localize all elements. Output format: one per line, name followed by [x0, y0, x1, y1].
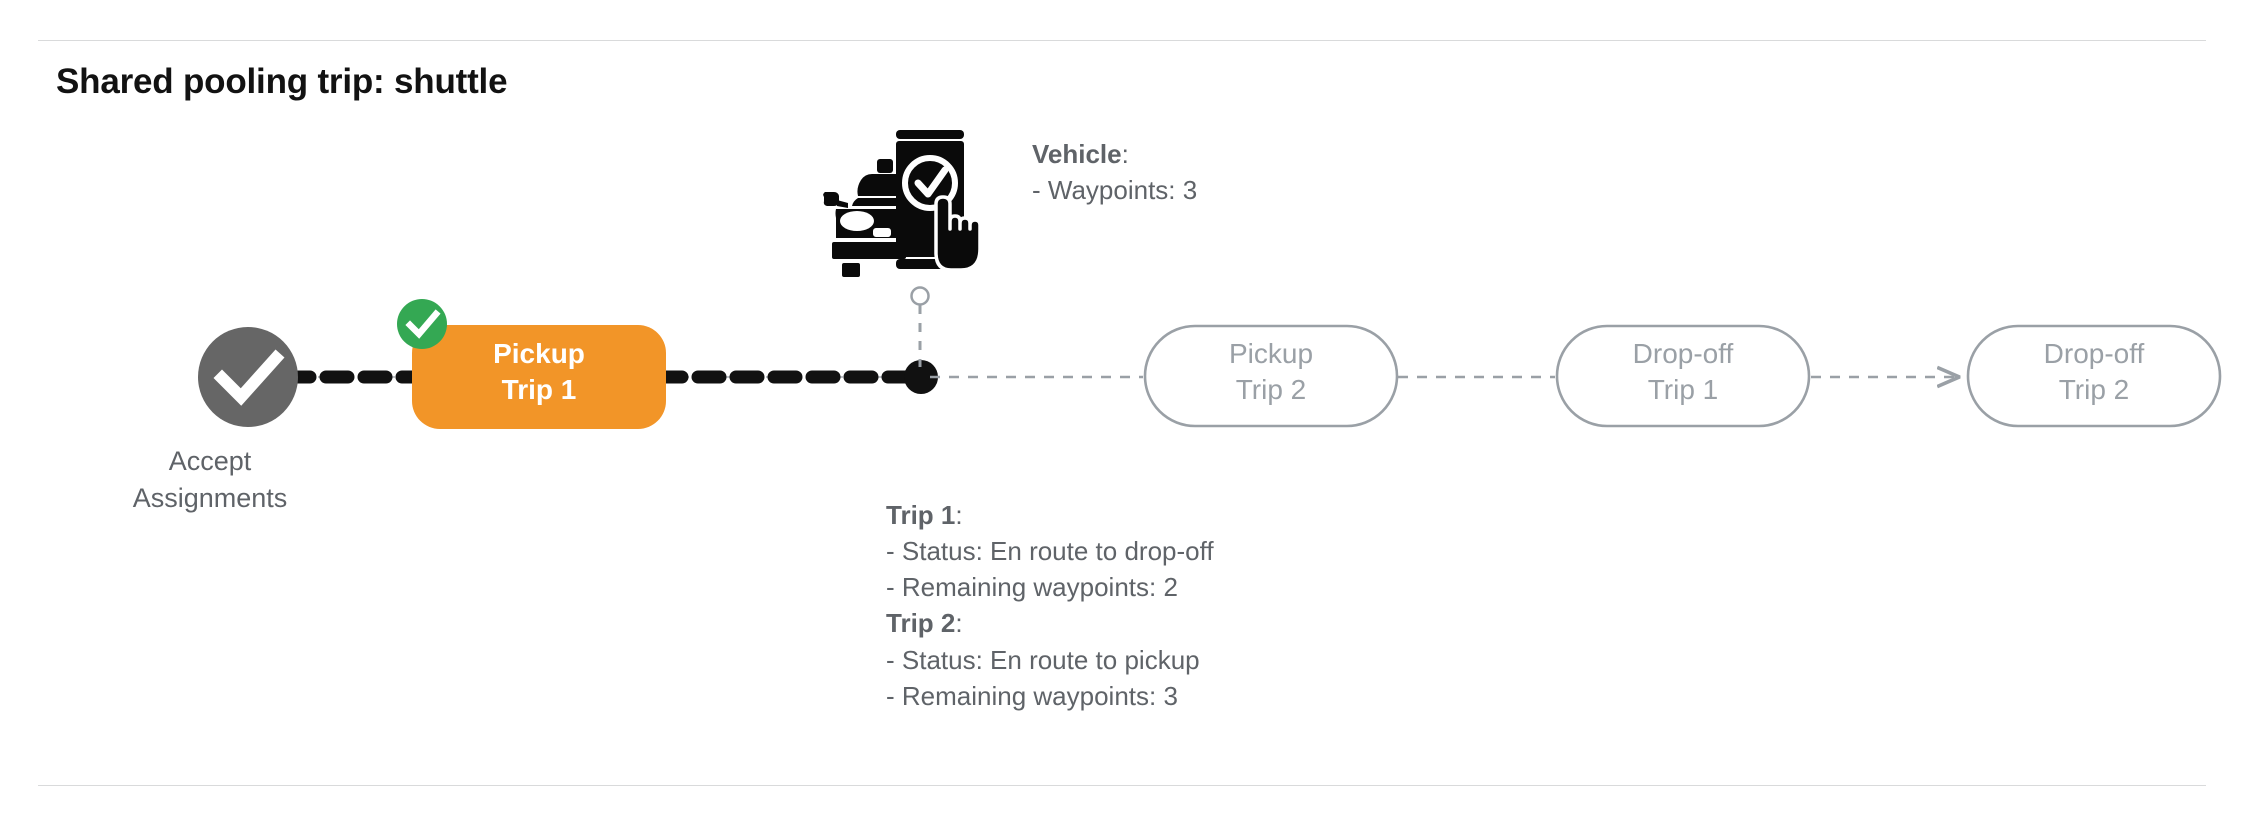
- check-badge-glyph: [405, 309, 441, 339]
- vehicle-heading: Vehicle: [1032, 139, 1122, 169]
- pickup-trip-2-pill[interactable]: [1143, 324, 1399, 428]
- trip-1-status: - Status: En route to drop-off: [886, 536, 1214, 567]
- trip-2-heading: Trip 2: [886, 608, 956, 639]
- trip-1-heading: Trip 1: [886, 500, 956, 530]
- trip-1-remaining: - Remaining waypoints: 2: [886, 572, 1178, 603]
- trip-2-heading-colon: :: [955, 608, 963, 639]
- trip-1-heading-row: Trip 1:: [886, 497, 1214, 533]
- accept-assignments-node[interactable]: [198, 327, 298, 427]
- dropoff-trip-1-pill[interactable]: [1555, 324, 1811, 428]
- trip-2-status: - Status: En route to pickup: [886, 644, 1200, 675]
- bottom-divider: [38, 785, 2206, 786]
- trip-2-heading-row: Trip 2:: [886, 605, 1214, 641]
- trip-2-remaining: - Remaining waypoints: 3: [886, 680, 1178, 711]
- page-title: Shared pooling trip: shuttle: [56, 62, 508, 101]
- vehicle-position-dot[interactable]: [904, 360, 938, 394]
- pickup-trip-1-node[interactable]: [412, 325, 666, 429]
- vehicle-annotation: Vehicle: - Waypoints: 3: [1032, 136, 1197, 208]
- pickup-trip-1-pill: [412, 325, 666, 429]
- car-with-phone-check-icon: [823, 130, 982, 277]
- vehicle-heading-colon: :: [1121, 139, 1129, 169]
- vehicle-heading-row: Vehicle:: [1032, 136, 1197, 172]
- trip-1-heading-colon: :: [955, 500, 963, 530]
- top-divider: [38, 40, 2206, 41]
- accept-assignments-circle: [198, 327, 298, 427]
- check-circle-icon: [213, 349, 285, 406]
- vehicle-leader-anchor: [910, 286, 930, 306]
- pickup-trip-1-badge: [397, 299, 447, 349]
- trips-annotation: Trip 1: - Status: En route to drop-off -…: [886, 497, 1214, 714]
- dropoff-trip-2-pill[interactable]: [1966, 324, 2222, 428]
- check-badge-icon: [397, 299, 447, 349]
- vehicle-waypoints: - Waypoints: 3: [1032, 175, 1198, 206]
